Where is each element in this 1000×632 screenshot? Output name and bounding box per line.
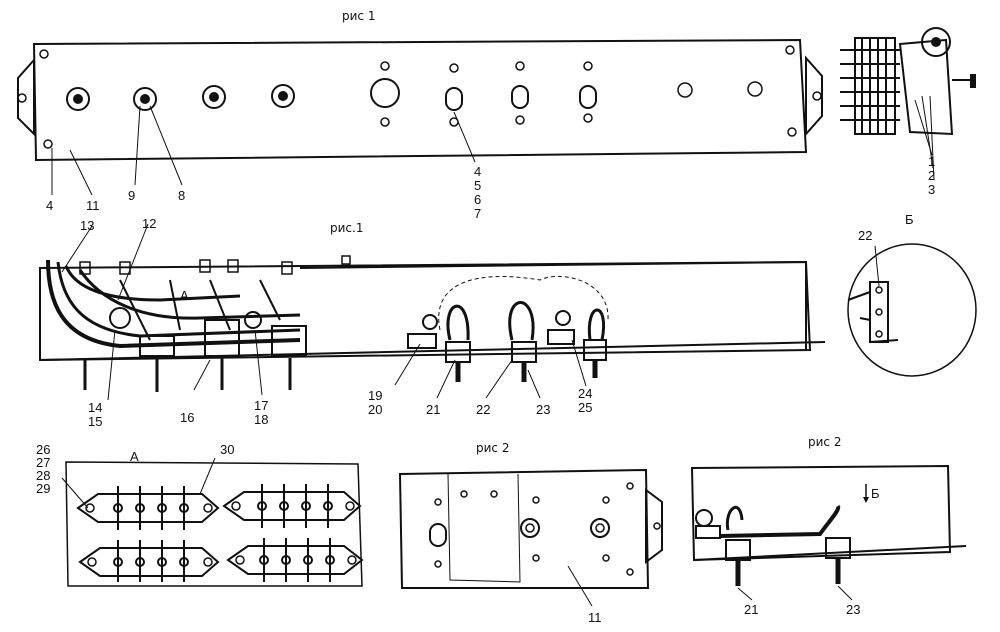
detail-view-b	[847, 243, 977, 377]
callout-19: 19	[368, 388, 382, 403]
callout-13: 13	[80, 218, 94, 233]
callout-27: 27	[36, 455, 50, 470]
view-a-terminal-strips	[61, 457, 364, 587]
callout-11-top: 11	[86, 198, 100, 213]
callout-26: 26	[36, 442, 50, 457]
callout-29: 29	[36, 481, 50, 496]
callout-30: 30	[220, 442, 234, 457]
chassis-fig1	[39, 223, 826, 401]
caption-fig1-top: рис 1	[342, 9, 375, 23]
wiring-harness	[46, 259, 301, 349]
caption-fig2-right: рис 2	[808, 435, 841, 449]
switch-assemblies	[407, 275, 609, 382]
callout-17: 17	[254, 398, 268, 413]
callout-25: 25	[578, 400, 592, 415]
callout-8: 8	[178, 188, 185, 203]
fuse-holders	[66, 84, 295, 111]
callout-2: 2	[928, 168, 935, 183]
callout-16: 16	[180, 410, 194, 425]
callout-1: 1	[928, 154, 935, 169]
caption-fig2-left: рис 2	[476, 441, 509, 455]
callout-labels: 1 2 3 4 11 9 8 4 5 6 7 13 12 14 15 16 17…	[36, 154, 935, 625]
lamp-hole	[370, 78, 400, 108]
callout-6: 6	[474, 192, 481, 207]
caption-view-b-arrow: Б	[871, 486, 880, 501]
callout-21-mid: 21	[426, 402, 440, 417]
callout-23-right: 23	[846, 602, 860, 617]
callout-21-right: 21	[744, 602, 758, 617]
fuse-bodies	[83, 319, 307, 392]
top-terminals	[79, 255, 351, 275]
front-panel-fig1	[17, 38, 823, 196]
callout-4-right: 4	[474, 164, 481, 179]
caption-view-a: А	[130, 449, 139, 464]
callout-14: 14	[88, 400, 102, 415]
panel-fig2	[398, 468, 663, 607]
terminal-strip-3	[78, 540, 220, 582]
callout-24: 24	[578, 386, 592, 401]
callout-22-view-b: 22	[858, 228, 872, 243]
callout-18: 18	[254, 412, 268, 427]
callout-11-bottom: 11	[588, 610, 602, 625]
callout-23-mid: 23	[536, 402, 550, 417]
caption-view-a-mark: А	[180, 288, 189, 303]
callout-7: 7	[474, 206, 481, 221]
terminal-strip-2	[222, 484, 362, 528]
callout-4-left: 4	[46, 198, 53, 213]
callout-20: 20	[368, 402, 382, 417]
caption-fig1-mid: рис.1	[330, 221, 363, 235]
terminal-strip-4	[226, 538, 364, 582]
side-view-fig1	[840, 27, 976, 181]
chassis-fig2	[690, 464, 967, 601]
callout-5: 5	[474, 178, 481, 193]
caption-view-b: Б	[905, 212, 914, 227]
callout-3: 3	[928, 182, 935, 197]
corner-screws	[39, 45, 797, 149]
callout-9: 9	[128, 188, 135, 203]
callout-28: 28	[36, 468, 50, 483]
toggle-switches	[445, 61, 597, 127]
callout-12: 12	[142, 216, 156, 231]
callout-15: 15	[88, 414, 102, 429]
terminal-strip-1	[76, 486, 220, 530]
callout-22-mid: 22	[476, 402, 490, 417]
